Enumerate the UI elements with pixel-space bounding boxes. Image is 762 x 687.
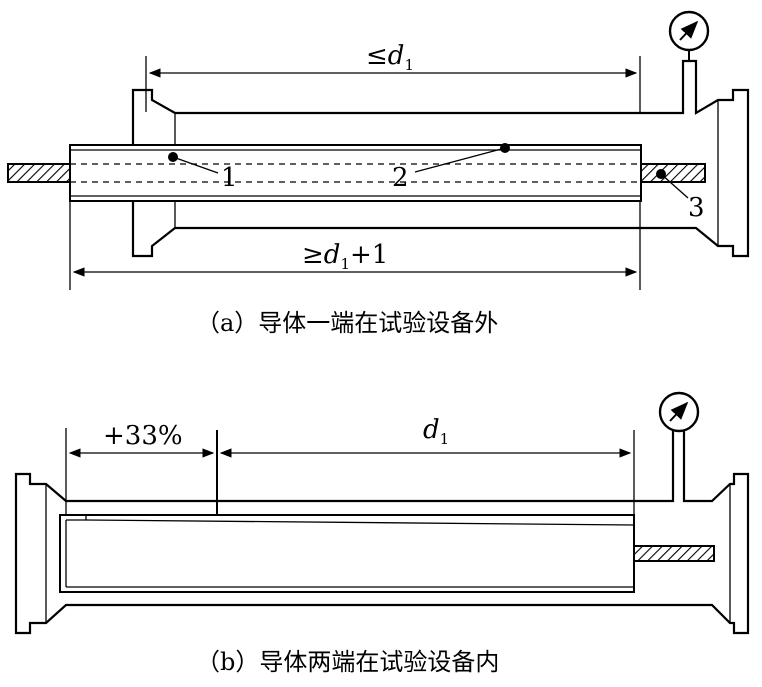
top-dimension-label-a: ≤d1: [366, 41, 414, 74]
callout-2: 2: [392, 143, 510, 193]
conductor-end-right-a: [640, 163, 706, 183]
callout-3: 3: [656, 169, 705, 223]
svg-text:2: 2: [392, 163, 409, 193]
bottom-dimension-label-a: ≥d1+1: [302, 240, 388, 273]
right-dimension-label-b: d1: [423, 415, 449, 448]
diagram-a: ≤d1 ≥d1+1 1 2 3 （a）导体一端在试验设备外: [7, 10, 750, 337]
callout-1: 1: [168, 152, 238, 193]
svg-text:1: 1: [221, 163, 238, 193]
conductor-inner-top: [85, 519, 635, 526]
pressure-gauge-icon: [668, 10, 710, 52]
conductor-tube-a: [69, 144, 642, 202]
left-dimension-label-b: +33%: [103, 421, 183, 451]
conductor-end-right-b: [633, 545, 715, 562]
pressure-gauge-icon: [658, 391, 700, 433]
diagram-b: +33% d1 （b）导体两端在试验设备内: [14, 391, 750, 676]
svg-text:3: 3: [688, 193, 705, 223]
conductor-tube-b: [59, 514, 635, 593]
conductor-end-left-a: [7, 163, 71, 183]
caption-b: （b）导体两端在试验设备内: [196, 648, 499, 676]
caption-a: （a）导体一端在试验设备外: [196, 309, 498, 337]
